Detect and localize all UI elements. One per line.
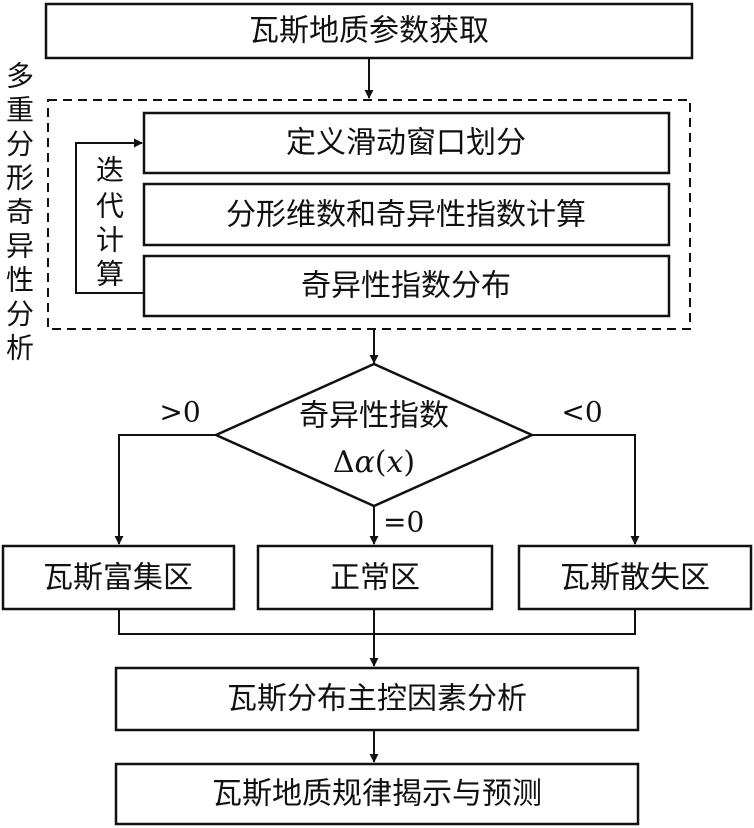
step-index-distribution-label: 奇异性指数分布 — [301, 269, 511, 304]
side-label-char: 重 — [6, 94, 34, 127]
side-label-multifractal: 多 重 分 形 奇 异 性 分 析 — [6, 60, 34, 365]
decision-alpha: α — [355, 445, 375, 480]
merge-line — [118, 609, 636, 635]
iteration-label-char: 算 — [96, 258, 124, 291]
gas-enrichment-zone-box: 瓦斯富集区 — [1, 544, 236, 611]
branch-label-less: <0 — [561, 396, 602, 429]
decision-formula: Δα(x) — [333, 445, 415, 480]
step-index-distribution-box: 奇异性指数分布 — [142, 254, 671, 318]
branch-left-arrow — [114, 434, 216, 545]
side-label-char: 分 — [6, 128, 34, 161]
iteration-loop-arrow — [75, 138, 144, 294]
gas-dissipation-zone-label: 瓦斯散失区 — [560, 561, 710, 596]
decision-variable: x — [387, 445, 404, 480]
main-control-factors-label: 瓦斯分布主控因素分析 — [227, 682, 527, 717]
iteration-label-char: 计 — [96, 224, 124, 257]
branch-label-equal: =0 — [383, 506, 424, 539]
decision-close-paren: ) — [403, 445, 415, 480]
step-sliding-window-box: 定义滑动窗口划分 — [142, 111, 671, 175]
iteration-label-char: 迭 — [96, 154, 124, 187]
step-dimension-calc-label: 分形维数和奇异性指数计算 — [226, 198, 586, 233]
law-revelation-prediction-label: 瓦斯地质规律揭示与预测 — [212, 777, 542, 812]
side-label-char: 异 — [6, 230, 34, 263]
main-control-factors-box: 瓦斯分布主控因素分析 — [114, 666, 640, 732]
singularity-index-decision: 奇异性指数 Δα(x) — [212, 362, 536, 508]
normal-zone-box: 正常区 — [256, 544, 494, 611]
side-label-char: 形 — [6, 162, 34, 195]
step-sliding-window-label: 定义滑动窗口划分 — [286, 126, 526, 161]
step-dimension-calc-box: 分形维数和奇异性指数计算 — [142, 182, 671, 247]
iteration-label-char: 代 — [96, 190, 124, 223]
parameter-acquisition-label: 瓦斯地质参数获取 — [249, 14, 489, 49]
side-label-char: 多 — [6, 60, 34, 93]
iteration-label: 迭 代 计 算 — [96, 154, 124, 291]
normal-zone-label: 正常区 — [330, 561, 420, 596]
branch-label-greater: >0 — [159, 396, 200, 429]
gas-dissipation-zone-box: 瓦斯散失区 — [517, 544, 753, 611]
branch-right-arrow — [532, 434, 640, 545]
gas-enrichment-zone-label: 瓦斯富集区 — [43, 561, 193, 596]
decision-delta: Δ — [333, 445, 355, 480]
parameter-acquisition-box: 瓦斯地质参数获取 — [44, 2, 694, 60]
decision-open-paren: ( — [375, 445, 387, 480]
multifractal-analysis-group — [47, 99, 691, 330]
side-label-char: 性 — [6, 264, 34, 297]
side-label-char: 分 — [6, 298, 34, 331]
law-revelation-prediction-box: 瓦斯地质规律揭示与预测 — [114, 762, 640, 826]
decision-label: 奇异性指数 — [299, 399, 449, 434]
side-label-char: 析 — [6, 332, 34, 365]
side-label-char: 奇 — [6, 196, 34, 229]
